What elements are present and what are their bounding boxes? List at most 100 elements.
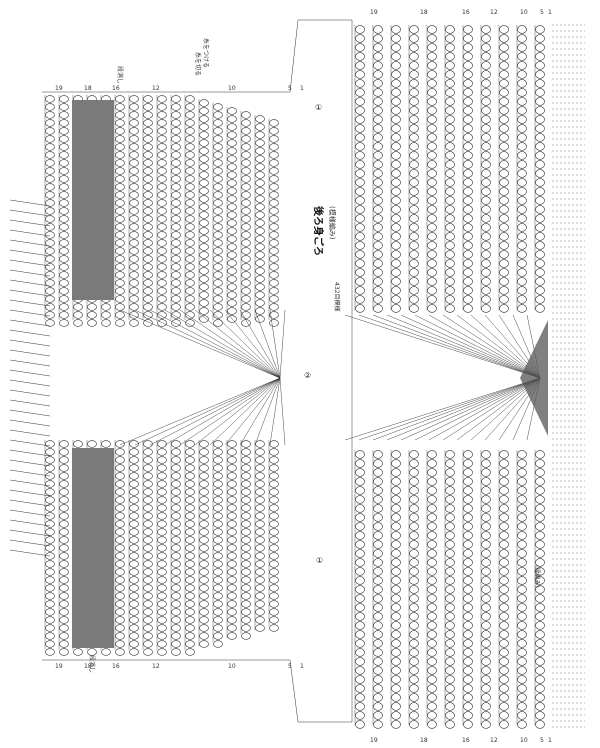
chain-stitch: [157, 239, 167, 247]
chain-stitch: [373, 576, 383, 585]
chain-stitch: [241, 480, 251, 488]
chain-stitch: [427, 657, 437, 666]
chain-stitch: [115, 223, 125, 231]
chain-stitch: [517, 70, 527, 79]
chain-stitch: [115, 303, 125, 311]
chain-stitch: [409, 286, 419, 295]
chain-stitch: [409, 477, 419, 486]
chain-stitch: [517, 504, 527, 513]
chain-stitch: [45, 159, 55, 167]
chain-stitch: [143, 440, 153, 448]
chain-stitch: [171, 247, 181, 255]
chain-stitch: [45, 440, 55, 448]
chain-stitch: [427, 693, 437, 702]
chain-stitch: [59, 183, 69, 191]
chain-stitch: [171, 319, 181, 327]
chain-stitch: [463, 657, 473, 666]
chain-stitch: [373, 106, 383, 115]
ruffle-line: [9, 379, 51, 387]
chain-stitch: [45, 95, 55, 103]
chain-stitch: [255, 600, 265, 608]
chain-stitch: [373, 196, 383, 205]
chain-stitch: [481, 295, 491, 304]
chain-stitch: [499, 585, 509, 594]
chain-stitch: [241, 311, 251, 319]
chain-stitch: [535, 160, 545, 169]
chain-stitch: [535, 684, 545, 693]
chain-stitch: [481, 133, 491, 142]
chain-stitch: [157, 568, 167, 576]
chain-stitch: [445, 52, 455, 61]
chain-stitch: [87, 440, 97, 448]
right-top-column: [444, 25, 455, 313]
chain-stitch: [355, 576, 365, 585]
chain-stitch: [199, 608, 209, 616]
chain-stitch: [157, 199, 167, 207]
left-bottom-column: [212, 440, 223, 648]
chain-stitch: [199, 592, 209, 600]
chain-stitch: [185, 456, 195, 464]
chain-stitch: [391, 106, 401, 115]
chain-stitch: [45, 632, 55, 640]
chain-stitch: [129, 127, 139, 135]
chain-stitch: [409, 295, 419, 304]
chain-stitch: [269, 520, 279, 528]
chain-stitch: [269, 247, 279, 255]
chain-stitch: [355, 684, 365, 693]
chain-stitch: [427, 711, 437, 720]
chain-stitch: [373, 25, 383, 34]
chain-stitch: [373, 178, 383, 187]
left-bottom-column: [128, 440, 139, 656]
chain-stitch: [463, 567, 473, 576]
chain-stitch: [427, 169, 437, 178]
chain-stitch: [143, 536, 153, 544]
chain-stitch: [463, 241, 473, 250]
chain-stitch: [241, 111, 251, 119]
chain-stitch: [355, 304, 365, 313]
ruffle-line: [9, 539, 51, 547]
chain-stitch: [227, 115, 237, 123]
chain-stitch: [427, 639, 437, 648]
chain-stitch: [269, 568, 279, 576]
chain-stitch: [409, 531, 419, 540]
chain-stitch: [115, 480, 125, 488]
chain-stitch: [427, 241, 437, 250]
chain-stitch: [129, 488, 139, 496]
chain-stitch: [391, 495, 401, 504]
chain-stitch: [171, 528, 181, 536]
chain-stitch: [213, 175, 223, 183]
chain-stitch: [499, 666, 509, 675]
chain-stitch: [481, 531, 491, 540]
chain-stitch: [171, 464, 181, 472]
chain-stitch: [391, 504, 401, 513]
left-bottom-column: [156, 440, 167, 656]
chain-stitch: [143, 143, 153, 151]
chain-stitch: [227, 440, 237, 448]
chain-stitch: [115, 512, 125, 520]
chain-stitch: [129, 231, 139, 239]
chain-stitch: [535, 558, 545, 567]
chain-stitch: [535, 513, 545, 522]
chain-stitch: [255, 163, 265, 171]
chain-stitch: [227, 107, 237, 115]
chain-stitch: [59, 520, 69, 528]
chain-stitch: [463, 277, 473, 286]
chain-stitch: [115, 544, 125, 552]
chain-stitch: [213, 167, 223, 175]
chain-stitch: [391, 205, 401, 214]
piece-outline: [42, 19, 353, 723]
chain-stitch: [129, 616, 139, 624]
chain-stitch: [391, 241, 401, 250]
chain-stitch: [535, 34, 545, 43]
chain-stitch: [409, 214, 419, 223]
chain-stitch: [481, 468, 491, 477]
row-number-right-bottom: 16: [462, 737, 470, 744]
chain-stitch: [409, 675, 419, 684]
chain-stitch: [445, 259, 455, 268]
chain-stitch: [115, 496, 125, 504]
chain-stitch: [427, 196, 437, 205]
chain-stitch: [227, 307, 237, 315]
chain-stitch: [355, 133, 365, 142]
chain-stitch: [517, 61, 527, 70]
chain-stitch: [409, 468, 419, 477]
